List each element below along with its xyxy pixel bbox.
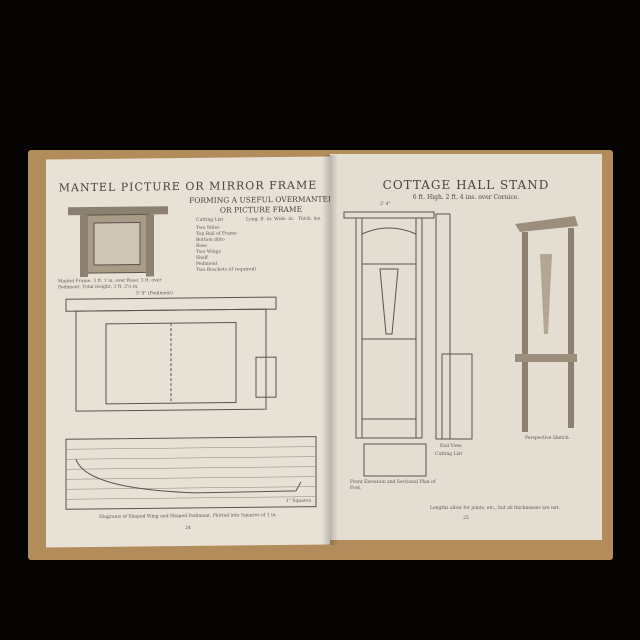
mantel-frame-illustration [65, 206, 317, 510]
right-page-title: COTTAGE HALL STAND [382, 178, 550, 192]
cutting-item: Top Rail of Frame [196, 231, 237, 237]
cutting-col: Wide. in. [274, 216, 295, 223]
cutting-col: Long. ft. in. [246, 217, 273, 223]
perspective-caption: Perspective Sketch. [525, 436, 571, 441]
cutting-item: Bottom ditto [196, 237, 225, 243]
page-number: 25 [463, 516, 469, 521]
cutting-item: Two Brackets (if required) [196, 267, 257, 273]
cutting-item: Two Stiles [196, 225, 220, 231]
right-page: COTTAGE HALL STAND 6 ft. High. 2 ft. 4 i… [330, 154, 602, 540]
book-gutter [322, 155, 338, 545]
dimension-top: 5' 0" (Pediment) [136, 291, 173, 297]
mantel-caption: Mantel Frame. 3 ft. 1 in. over Base; 3 f… [58, 278, 162, 290]
cutting-item: Shelf [196, 255, 208, 261]
left-page: MANTEL PICTURE OR MIRROR FRAME FORMING A… [46, 156, 333, 548]
hall-stand-drawings [343, 211, 578, 477]
cutting-item: Two Wings [196, 249, 221, 255]
right-subtitle: 6 ft. High. 2 ft. 4 ins. over Cornice. [412, 194, 520, 201]
cutting-item: Base [196, 243, 207, 249]
cutting-col: Thick. ins. [298, 216, 322, 222]
square-label: 1" Squares [286, 498, 312, 504]
cutting-item: Pediment [196, 261, 218, 267]
dimension-top: 2' 4" [380, 202, 391, 207]
end-view-caption: End View. [440, 444, 463, 449]
cutting-list-heading: Cutting List [435, 452, 463, 457]
front-caption: Front Elevation and Sectional Plan of Fo… [350, 480, 436, 491]
footnote: Lengths allow for joints, etc., but all … [430, 506, 560, 511]
assembly-notes [462, 252, 508, 342]
